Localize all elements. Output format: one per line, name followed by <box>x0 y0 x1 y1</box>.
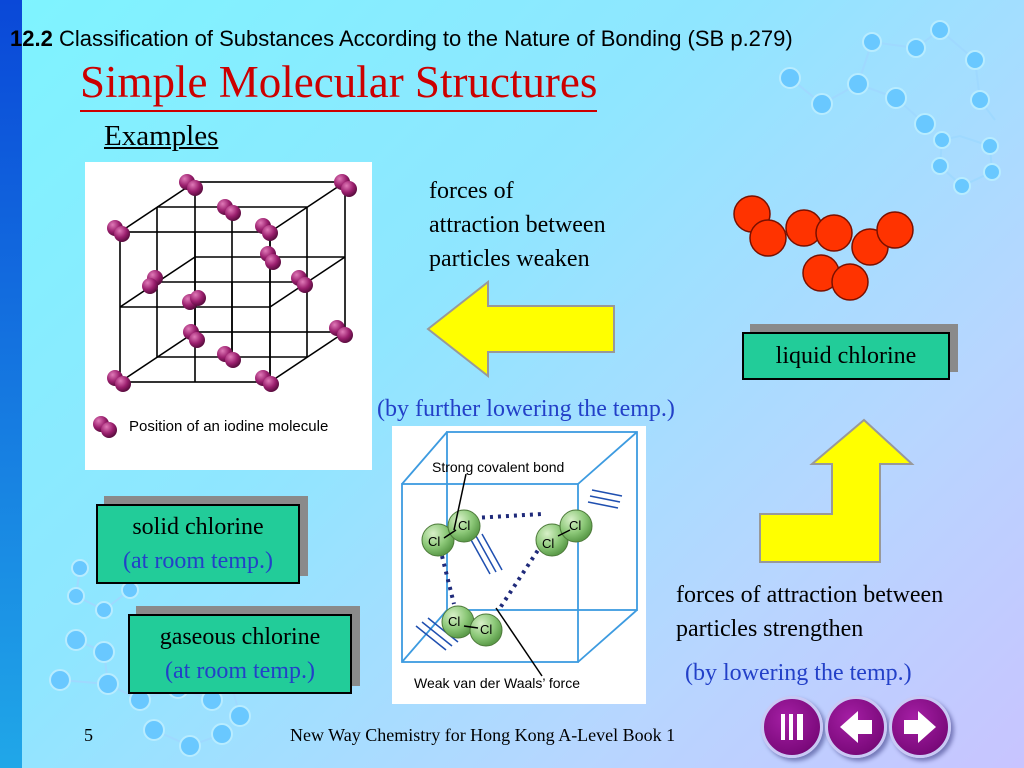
cl-atom-6: Cl <box>480 622 492 637</box>
liquid-chlorine-box: liquid chlorine <box>742 332 950 380</box>
cl-atom-4: Cl <box>569 518 581 533</box>
forward-arrow-icon <box>904 711 936 743</box>
slide-title: Simple Molecular Structures <box>80 57 598 112</box>
cl-atom-3: Cl <box>542 536 554 551</box>
back-button[interactable] <box>825 696 887 758</box>
page-number: 5 <box>84 725 93 745</box>
left-arrow-shape <box>426 280 615 378</box>
examples-heading: Examples <box>104 120 219 152</box>
gaseous-chlorine-label: gaseous chlorine <box>159 624 321 650</box>
iodine-caption: Position of an iodine molecule <box>129 418 329 435</box>
liquid-chlorine-molecules <box>733 195 914 301</box>
solid-chlorine-box: solid chlorine (at room temp.) <box>96 504 300 584</box>
strengthen-note-line-2: particles strengthen <box>676 616 864 642</box>
iodine-lattice-panel: Position of an iodine molecule <box>85 162 372 470</box>
strengthen-note: forces of attraction between particles s… <box>676 578 943 646</box>
further-lowering-note: (by further lowering the temp.) <box>377 396 675 422</box>
weaken-note: forces of attraction between particles w… <box>429 174 606 276</box>
section-number: 12.2 <box>10 26 53 51</box>
van-der-waals-label: Weak van der Waals’ force <box>414 675 580 691</box>
lowering-note: (by lowering the temp.) <box>685 660 912 686</box>
section-title: Classification of Substances According t… <box>58 26 793 51</box>
section-header: 12.2 Classification of Substances Accord… <box>10 26 793 52</box>
covalent-bond-label: Strong covalent bond <box>432 459 564 475</box>
bent-up-arrow-shape <box>759 418 915 563</box>
cl-atom-5: Cl <box>448 614 460 629</box>
cl-atom-1: Cl <box>428 534 440 549</box>
gaseous-chlorine-note: (at room temp.) <box>165 658 315 684</box>
strengthen-note-line-1: forces of attraction between <box>676 582 944 608</box>
left-accent-bar <box>0 0 22 768</box>
gaseous-chlorine-box: gaseous chlorine (at room temp.) <box>128 614 352 694</box>
weaken-note-line-3: particles weaken <box>429 246 590 272</box>
solid-chlorine-label: solid chlorine <box>132 514 264 540</box>
index-button[interactable] <box>761 696 823 758</box>
chlorine-structure-diagram: Cl Cl Cl Cl Cl Cl Strong covalent bond W… <box>401 431 638 691</box>
liquid-chlorine-label: liquid chlorine <box>775 343 917 369</box>
solid-chlorine-note: (at room temp.) <box>123 548 273 574</box>
weaken-note-line-2: attraction between <box>429 212 606 238</box>
chlorine-structure-panel: Cl Cl Cl Cl Cl Cl Strong covalent bond W… <box>392 426 646 704</box>
iodine-lattice-diagram <box>93 174 357 438</box>
cl-atom-2: Cl <box>458 518 470 533</box>
back-arrow-icon <box>840 711 872 743</box>
book-title: New Way Chemistry for Hong Kong A-Level … <box>290 725 676 745</box>
forward-button[interactable] <box>889 696 951 758</box>
index-icon <box>781 714 803 740</box>
weaken-note-line-1: forces of <box>429 178 514 204</box>
